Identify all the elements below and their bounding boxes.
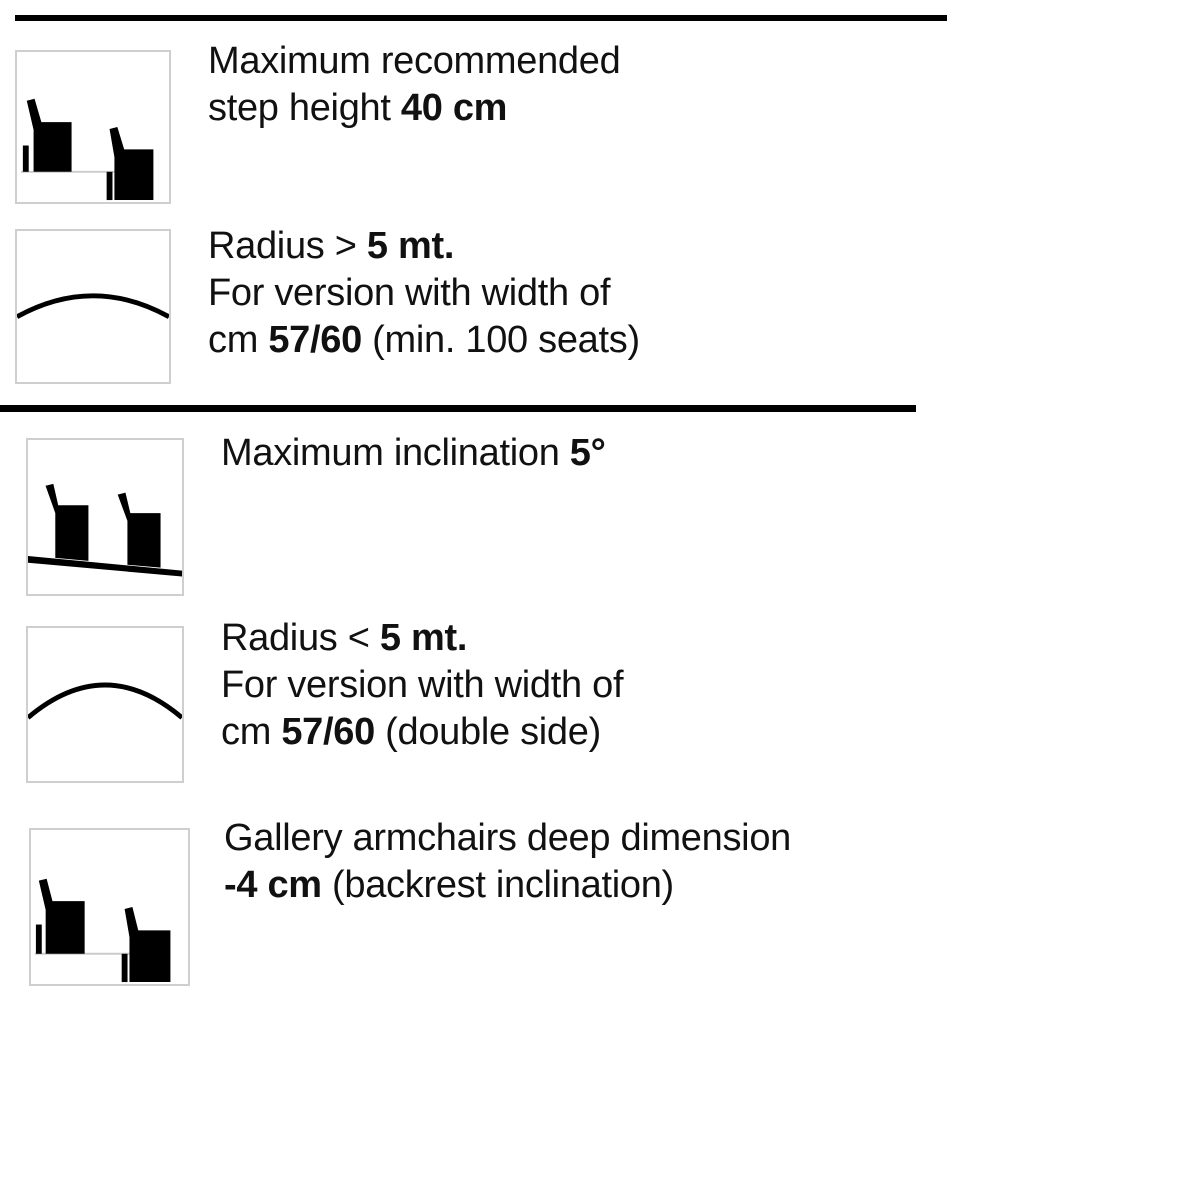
gallery-armchairs-text: Gallery armchairs deep dimension-4 cm (b…	[224, 815, 791, 909]
large-radius-curve-icon	[15, 229, 171, 384]
text-line: cm 57/60 (double side)	[221, 709, 623, 756]
inclined-floor-chairs-icon	[26, 438, 184, 596]
text-segment: cm	[208, 319, 269, 361]
text-line: Radius > 5 mt.	[208, 223, 640, 270]
bold-value: 5 mt.	[379, 617, 468, 659]
text-segment: Gallery armchairs deep dimension	[224, 817, 791, 859]
gallery-armchairs-icon	[29, 828, 190, 986]
bold-value: -4 cm	[224, 864, 322, 906]
bold-value: 57/60	[281, 711, 375, 753]
text-line: Gallery armchairs deep dimension	[224, 815, 791, 862]
step-height-chairs-icon	[15, 50, 171, 204]
text-line: cm 57/60 (min. 100 seats)	[208, 317, 640, 364]
text-segment: step height	[208, 87, 401, 129]
text-line: Maximum inclination 5°	[221, 430, 606, 477]
text-segment: Radius <	[221, 617, 380, 659]
text-line: For version with width of	[221, 662, 624, 709]
text-line: Maximum recommended	[208, 38, 621, 85]
text-segment: (double side)	[374, 711, 601, 753]
inclination-text: Maximum inclination 5°	[221, 430, 606, 477]
text-line: -4 cm (backrest inclination)	[224, 862, 791, 909]
section-divider-middle	[0, 405, 916, 412]
small-radius-curve-icon	[26, 626, 184, 783]
section-divider-top	[15, 15, 947, 21]
text-line: Radius < 5 mt.	[221, 615, 623, 662]
bold-value: 57/60	[268, 319, 362, 361]
text-segment: cm	[221, 711, 282, 753]
text-segment: Maximum recommended	[208, 40, 621, 82]
text-segment: (min. 100 seats)	[361, 319, 640, 361]
bold-value: 5 mt.	[366, 225, 455, 267]
text-segment: Maximum inclination	[221, 432, 570, 474]
text-line: step height 40 cm	[208, 85, 620, 132]
text-segment: For version with width of	[221, 664, 624, 706]
text-segment: Radius >	[208, 225, 367, 267]
bold-value: 5°	[569, 432, 606, 474]
text-line: For version with width of	[208, 270, 640, 317]
text-segment: (backrest inclination)	[321, 864, 674, 906]
text-segment: For version with width of	[208, 272, 611, 314]
bold-value: 40 cm	[400, 87, 508, 129]
